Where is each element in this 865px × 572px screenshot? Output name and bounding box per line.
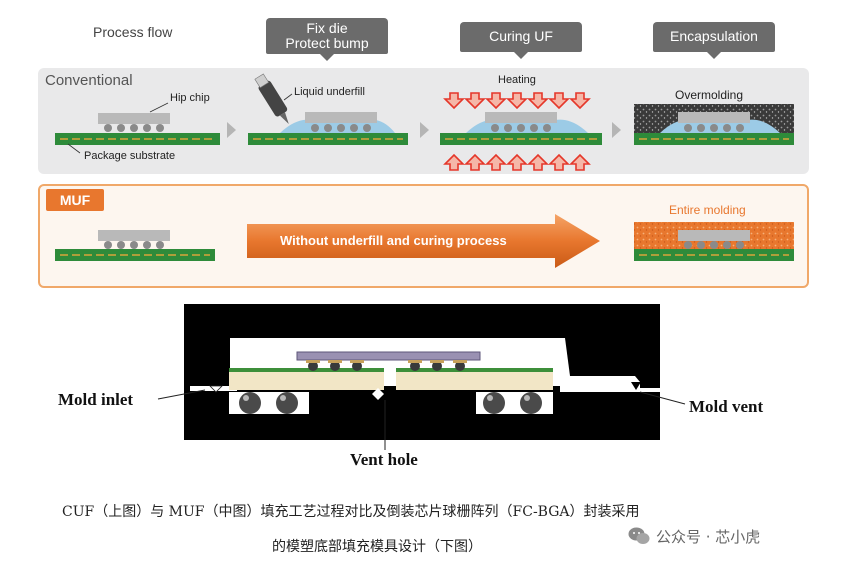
liquid-underfill-label: Liquid underfill [294, 86, 365, 98]
muf-diagrams [55, 214, 794, 268]
stage3-heating [440, 92, 602, 171]
mold-cross-section [157, 304, 686, 450]
vent-hole-label: Vent hole [350, 450, 418, 469]
stage4-overmolding [634, 104, 794, 145]
muf-process-arrow [247, 214, 600, 268]
encapsulation-tab: Encapsulation [653, 22, 775, 59]
curing-uf-tab: Curing UF [460, 22, 582, 59]
protect-bump-label: Protect bump [285, 35, 369, 51]
curing-uf-label: Curing UF [489, 28, 553, 44]
dispense-needle-icon [254, 73, 289, 125]
stage2-underfill [248, 73, 408, 145]
overmolding-label: Overmolding [675, 88, 744, 102]
heating-label: Heating [498, 74, 536, 86]
watermark-text: 公众号 · 芯小虎 [656, 528, 761, 546]
muf-stage1-chip [55, 230, 215, 261]
heat-arrows-up-icon [443, 153, 591, 171]
conventional-diagrams [55, 73, 794, 171]
fix-die-tab: Fix die Protect bump [266, 18, 388, 61]
entire-molding-label: Entire molding [669, 203, 746, 217]
heat-arrows-down-icon [443, 92, 591, 110]
fix-die-label: Fix die [306, 20, 348, 36]
conventional-title: Conventional [45, 72, 133, 89]
flip-chip-label: Hip chip [170, 92, 210, 104]
muf-arrow-text: Without underfill and curing process [280, 233, 507, 248]
caption-line-1: CUF（上图）与 MUF（中图）填充工艺过程对比及倒装芯片球栅阵列（FC-BGA… [62, 504, 640, 520]
muf-entire-molding [634, 222, 794, 261]
process-flow-title: Process flow [93, 24, 173, 40]
muf-tag: MUF [46, 189, 104, 211]
encapsulation-label: Encapsulation [670, 28, 758, 44]
mold-vent-label: Mold vent [689, 397, 764, 416]
caption-line-2: 的模塑底部填充模具设计（下图） [272, 539, 482, 555]
package-substrate-label: Package substrate [84, 150, 176, 162]
mold-inlet-label: Mold inlet [58, 390, 134, 409]
wechat-icon [628, 527, 650, 545]
stage1-chip [55, 102, 220, 154]
